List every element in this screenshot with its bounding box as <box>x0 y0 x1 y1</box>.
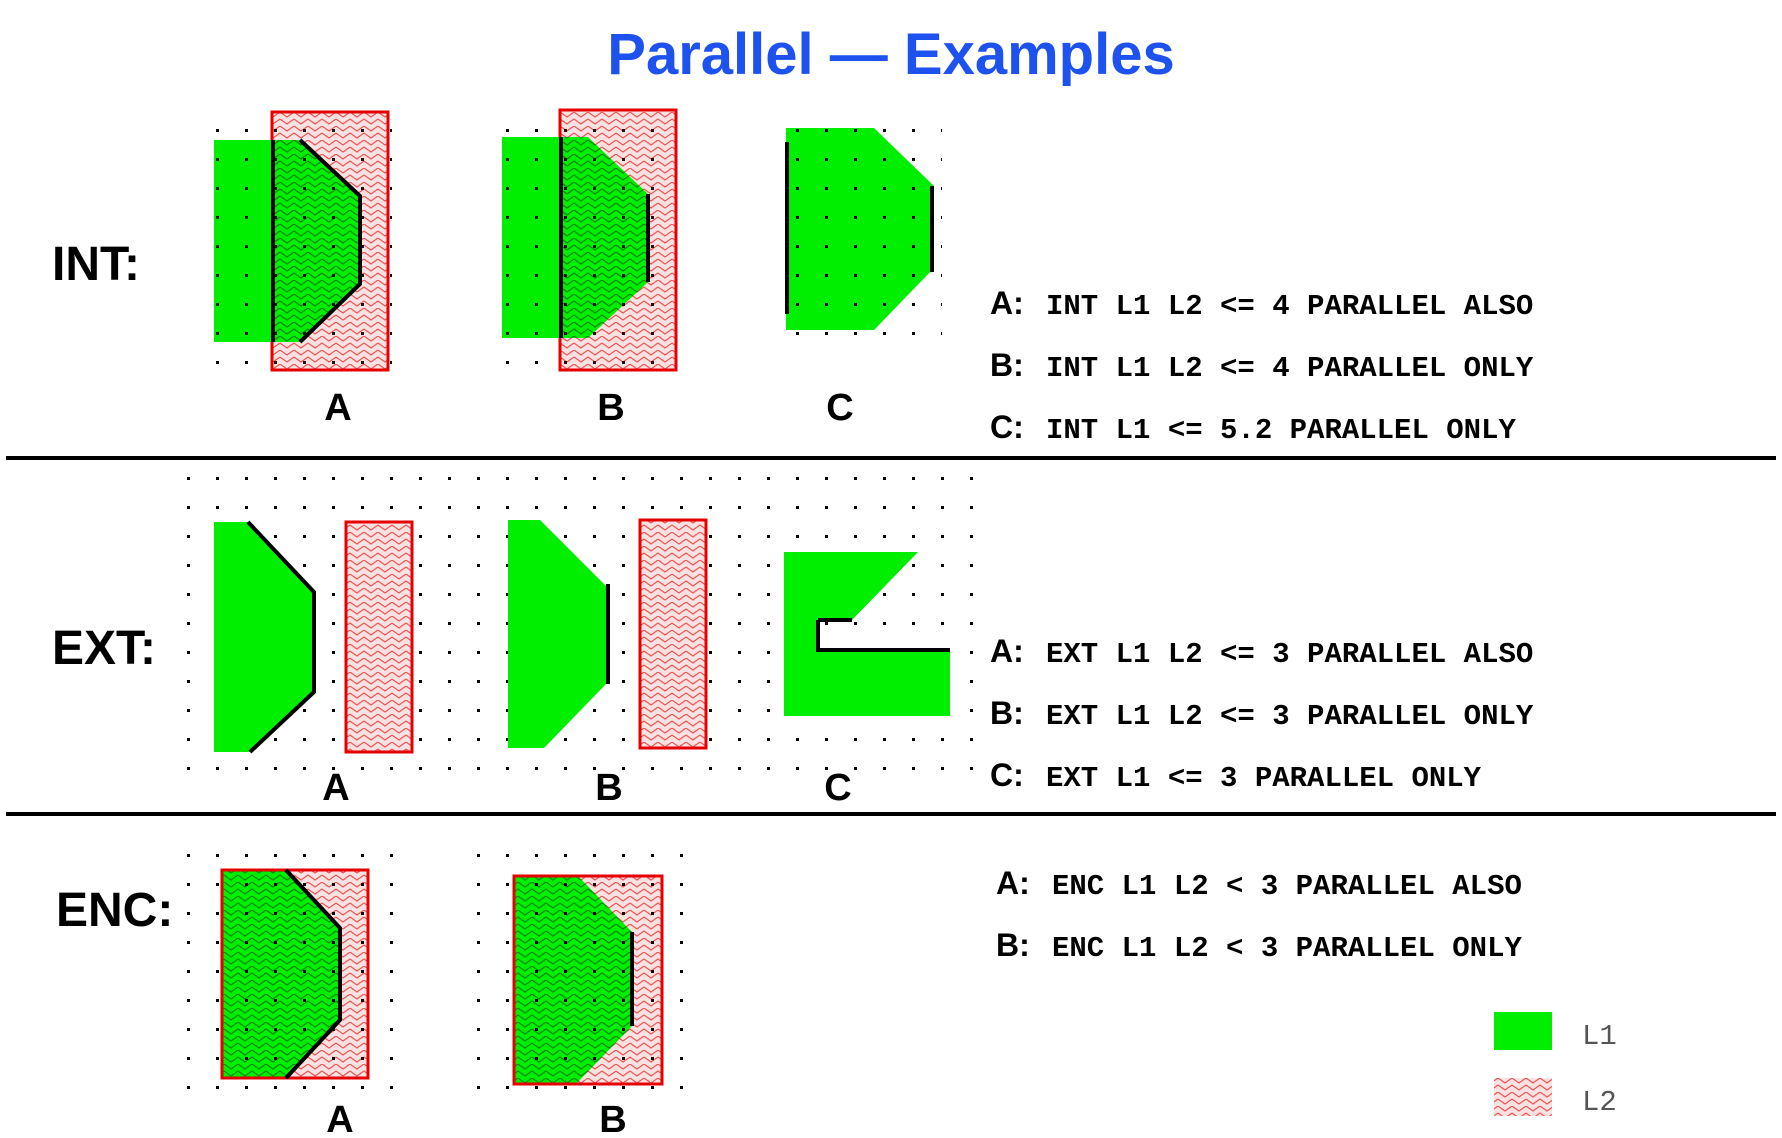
figure-label: C <box>826 387 853 429</box>
figure-label: B <box>595 767 622 809</box>
section-ext: EXT: A B C A: EXT L1 L2 <= 3 PARALLEL AL… <box>52 473 1534 809</box>
int-figure-c: C <box>782 118 942 429</box>
rule-key: A: <box>990 285 1024 321</box>
figure-label: A <box>324 387 351 429</box>
l1-shape <box>214 522 314 752</box>
enc-figure-b: B <box>472 846 692 1138</box>
l2-shape <box>638 518 708 750</box>
legend: L1 L2 <box>1494 1012 1617 1119</box>
int-figure-b: B <box>500 103 680 429</box>
rule-text: INT L1 L2 <= 4 PARALLEL ALSO <box>1046 290 1533 323</box>
rule-key: A: <box>990 633 1024 669</box>
red-hatched-swatch-icon <box>1494 1078 1552 1116</box>
figure-label: B <box>597 387 624 429</box>
rule-key: C: <box>990 757 1024 793</box>
section-label-ext: EXT: <box>52 622 156 675</box>
ext-figure-a: A <box>214 520 414 809</box>
page-title: Parallel — Examples <box>607 22 1174 87</box>
rule-text: EXT L1 <= 3 PARALLEL ONLY <box>1046 762 1482 795</box>
int-figure-a: A <box>212 106 392 429</box>
rule-text: EXT L1 L2 <= 3 PARALLEL ALSO <box>1046 638 1533 671</box>
figure-label: B <box>599 1099 626 1138</box>
grid-dots <box>472 846 692 1110</box>
l2-shape <box>344 520 414 754</box>
legend-label-l1: L1 <box>1582 1020 1617 1053</box>
parallel-edge <box>816 620 950 652</box>
grid-dots <box>180 840 400 1110</box>
rule-text: INT L1 L2 <= 4 PARALLEL ONLY <box>1046 352 1534 385</box>
rule-key: A: <box>996 865 1030 901</box>
ext-figure-c: C <box>784 552 950 809</box>
figure-label: A <box>326 1099 353 1138</box>
section-divider <box>6 812 1776 816</box>
parallel-edge <box>284 868 342 1080</box>
rule-key: B: <box>990 347 1024 383</box>
rule-key: B: <box>996 927 1030 963</box>
l1-shape <box>784 552 950 716</box>
rule-key: B: <box>990 695 1024 731</box>
ext-rules: A: EXT L1 L2 <= 3 PARALLEL ALSO B: EXT L… <box>990 633 1534 795</box>
enc-rules: A: ENC L1 L2 < 3 PARALLEL ALSO B: ENC L1… <box>996 865 1522 965</box>
int-rules: A: INT L1 L2 <= 4 PARALLEL ALSO B: INT L… <box>990 285 1534 447</box>
rule-text: INT L1 <= 5.2 PARALLEL ONLY <box>1046 414 1516 447</box>
figure-label: C <box>824 767 851 809</box>
section-label-enc: ENC: <box>56 884 173 937</box>
rule-key: C: <box>990 409 1024 445</box>
l1-shape <box>508 520 608 748</box>
rule-text: ENC L1 L2 < 3 PARALLEL ALSO <box>1052 870 1522 903</box>
legend-label-l2: L2 <box>1582 1086 1617 1119</box>
section-int: INT: A B C <box>52 103 1534 447</box>
section-enc: ENC: A B A: ENC L1 L2 < 3 PARALLEL ALSO … <box>56 840 1522 1138</box>
grid-dots <box>782 118 942 336</box>
figure-label: A <box>322 767 349 809</box>
rule-text: ENC L1 L2 < 3 PARALLEL ONLY <box>1052 932 1522 965</box>
parallel-edge <box>298 138 362 344</box>
section-divider <box>6 456 1776 460</box>
enc-figure-a: A <box>180 840 400 1138</box>
ext-figure-b: B <box>508 518 708 809</box>
parallel-edge <box>246 520 316 754</box>
section-label-int: INT: <box>52 238 140 291</box>
solid-green-swatch-icon <box>1494 1012 1552 1050</box>
rule-text: EXT L1 L2 <= 3 PARALLEL ONLY <box>1046 700 1534 733</box>
